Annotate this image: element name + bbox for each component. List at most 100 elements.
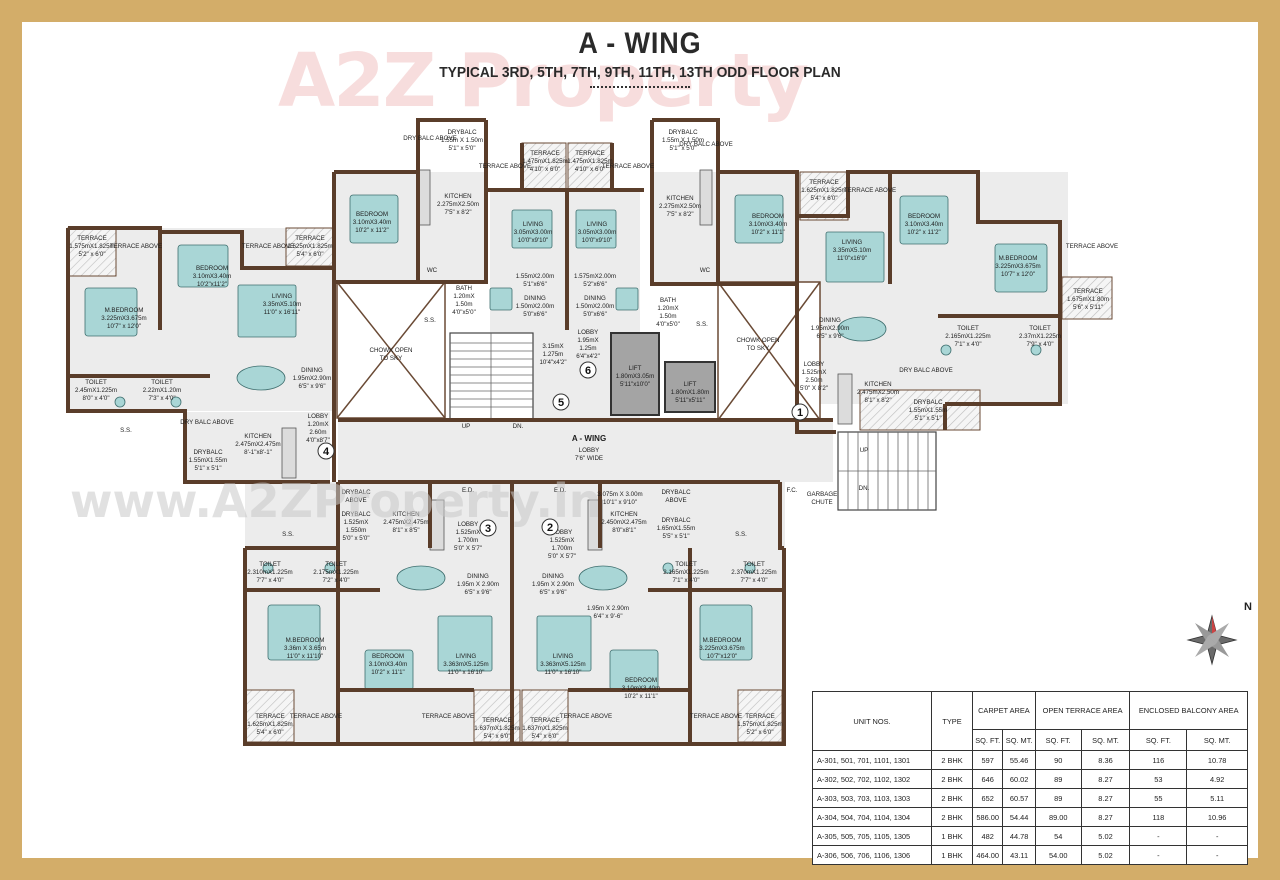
lift-1 <box>610 332 660 416</box>
col-unit: UNIT NOS. <box>812 691 932 751</box>
label-bedroom-e-name: BEDROOM <box>908 213 940 220</box>
label-kitchen-sl-m: 2.475mX2.475m <box>383 519 428 526</box>
area-table: UNIT NOS. TYPE CARPET AREA OPEN TERRACE … <box>812 690 1248 865</box>
label-bedroom-s2-name: BEDROOM <box>625 677 657 684</box>
label-dining-s3-ft: 6'4" x 9'-6" <box>593 613 622 620</box>
label-bedroom-tr-name: BEDROOM <box>752 213 784 220</box>
label-lobby-w-ft: 4'0"x8'7" <box>306 437 330 444</box>
label-kitchen-tr-name: KITCHEN <box>666 195 693 202</box>
cell-carpet-sqft: 586.00 <box>971 807 1004 827</box>
cell-carpet-sqft: 482 <box>971 826 1004 846</box>
label-toilet-e2-name: TOILET <box>1029 325 1051 332</box>
label-mbedroom-s2-m: 3.225mX3.675m <box>699 645 744 652</box>
col-terrace: OPEN TERRACE AREA <box>1034 690 1131 731</box>
label-lobby-c-m2: 1.25m <box>579 345 596 352</box>
label-dining-c2-a: 1.575mX2.00m <box>574 273 616 280</box>
label-terrace-s2-m: 1.637mX1.825m <box>474 725 519 732</box>
label-terrace-c1-name: TERRACE <box>530 150 560 157</box>
watermark-url: www.A2ZProperty.in <box>70 474 602 528</box>
table-row: A-304, 504, 704, 1104, 1304 2 BHK 586.00… <box>812 807 1248 827</box>
cell-terrace-sqft: 90 <box>1034 750 1082 770</box>
label-mbedroom-s1-name: M.BEDROOM <box>286 637 325 644</box>
label-terrace-s3-m: 1.637mX1.825m <box>522 725 567 732</box>
label-lobby-sl-m1: 1.525mX <box>456 529 481 536</box>
label-dining-w-ft: 6'5" x 9'6" <box>298 383 325 390</box>
unit-number-4: 4 <box>323 446 330 458</box>
label-dining-s1-name: DINING <box>467 573 489 580</box>
label-toilet-e2-m: 2.37mX1.225m <box>1019 333 1061 340</box>
table-row: A-306, 506, 706, 1106, 1306 1 BHK 464.00… <box>812 845 1248 865</box>
label-terrace-above-e2: TERRACE ABOVE <box>1066 243 1118 250</box>
cell-balcony-sqft: - <box>1129 826 1188 846</box>
table-row: A-303, 503, 703, 1103, 1303 2 BHK 652 60… <box>812 788 1248 808</box>
label-kitchen-e-m: 2.475mX2.50m <box>857 389 899 396</box>
label-lobby-e-name: LOBBY <box>804 361 825 368</box>
label-bedroom-s2-ft: 10'2" x 11'1" <box>624 693 657 700</box>
label-dn-l: DN. <box>513 423 524 430</box>
label-lift1-m: 1.80mX3.05m <box>616 373 655 380</box>
label-bedroom-w-ft: 10'2"x11'2" <box>197 281 227 288</box>
label-toilet-s2-ft: 7'2" x 4'0" <box>322 577 349 584</box>
label-wc-r: WC <box>700 267 711 274</box>
label-garbage-2: CHUTE <box>811 499 832 506</box>
label-terrace-above-2: TERRACE ABOVE <box>602 163 654 170</box>
label-lobby-315-a: 3.15mX <box>542 343 563 350</box>
label-terrace-w2-ft: 5'4" x 6'0" <box>296 251 323 258</box>
label-wc-l: WC <box>427 267 438 274</box>
label-drybalc-above-sr-2: ABOVE <box>665 497 686 504</box>
label-dn-r: DN. <box>859 485 870 492</box>
cell-balcony-sqft: - <box>1129 845 1188 865</box>
label-lobby-sr-ft: 5'0" X 5'7" <box>548 553 576 560</box>
label-terrace-s1-ft: 5'4" x 6'0" <box>256 729 283 736</box>
cell-carpet-sqft: 464.00 <box>971 845 1004 865</box>
label-toilet-s2-m: 2.175mX1.225m <box>313 569 358 576</box>
unit-number-2: 2 <box>547 522 553 534</box>
label-toilet-w2-ft: 7'3" x 4'0" <box>148 395 175 402</box>
cell-unit: A-301, 501, 701, 1101, 1301 <box>812 750 932 770</box>
label-toilet-w1-name: TOILET <box>85 379 107 386</box>
cell-type: 1 BHK <box>931 826 973 846</box>
label-drybalc-sl-m1: 1.525mX <box>344 519 369 526</box>
label-drybalc-sr-ft: 5'5" x 5'1" <box>662 533 689 540</box>
label-toilet-s3-name: TOILET <box>675 561 697 568</box>
label-mbedroom-e-m: 3.225mX3.675m <box>995 263 1040 270</box>
label-terrace-above-s2: TERRACE ABOVE <box>422 713 474 720</box>
label-terrace-above-w1: TERRACE ABOVE <box>110 243 162 250</box>
label-terrace-s2-ft: 5'4" x 6'0" <box>483 733 510 740</box>
label-drybalc-e-name: DRYBALC <box>913 399 943 406</box>
label-bedroom-w-name: BEDROOM <box>196 265 228 272</box>
label-living-s2-name: LIVING <box>553 653 573 660</box>
label-toilet-w1-m: 2.45mX1.225m <box>75 387 117 394</box>
label-dining-w-m: 1.95mX2.90m <box>293 375 332 382</box>
label-drybalc-w-m: 1.55mX1.55m <box>189 457 228 464</box>
label-mbedroom-w-ft: 10'7" x 12'0" <box>107 323 141 330</box>
label-lobby-c-name: LOBBY <box>578 329 599 336</box>
label-drybalc-tr-name: DRYBALC <box>668 129 698 136</box>
label-terrace-s1-name: TERRACE <box>255 713 285 720</box>
label-bedroom-e-ft: 10'2" x 11'2" <box>907 229 940 236</box>
cell-balcony-sqmt: 10.96 <box>1186 807 1248 827</box>
label-terrace-e2-m: 1.675mX1.80m <box>1067 296 1109 303</box>
label-lift2-name: LIFT <box>684 381 697 388</box>
label-drybalc-above-sr-1: DRYBALC <box>661 489 691 496</box>
label-lobby-e-ft: 5'0" X 8'2" <box>800 385 828 392</box>
col-balcony: ENCLOSED BALCONY AREA <box>1129 690 1248 731</box>
label-drybalc-above-sl-1: DRYBALC <box>341 489 371 496</box>
label-terrace-w1-ft: 5'2" x 6'0" <box>78 251 105 258</box>
label-dining-c1-a: 1.55mX2.00m <box>516 273 555 280</box>
label-living-s1-m: 3.363mX5.125m <box>443 661 488 668</box>
label-ed-r: E.D. <box>554 487 566 494</box>
label-lobby-c-ft: 6'4"x4'2" <box>576 353 600 360</box>
cell-terrace-sqmt: 8.36 <box>1080 750 1131 770</box>
cell-carpet-sqft: 597 <box>971 750 1004 770</box>
cell-balcony-sqmt: - <box>1186 826 1248 846</box>
label-terrace-s4-m: 1.575mX1.825m <box>737 721 782 728</box>
label-ss-tl: S.S. <box>424 317 436 324</box>
label-bath-l-ft: 4'0"x5'0" <box>452 309 476 316</box>
label-kitchen-sr-ft: 8'0"x8'1" <box>612 527 636 534</box>
label-mbedroom-w-m: 3.225mX3.675m <box>101 315 146 322</box>
label-kitchen-e-ft: 8'1" x 8'2" <box>864 397 891 404</box>
kitchen-counters <box>281 169 853 551</box>
label-terrace-s3-ft: 5'4" x 6'0" <box>531 733 558 740</box>
